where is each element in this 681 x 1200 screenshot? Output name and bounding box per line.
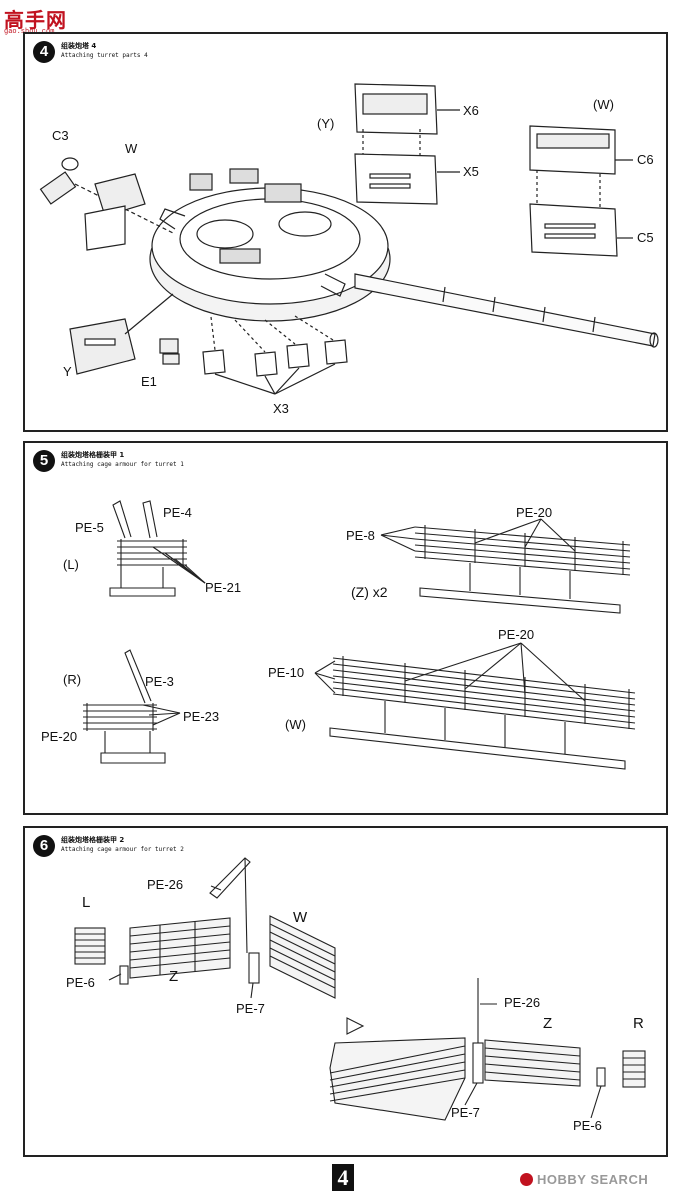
label-pe3: PE-3 — [145, 674, 174, 689]
label-pe8: PE-8 — [346, 528, 375, 543]
label-w-paren: (W) — [593, 97, 614, 112]
label-c3: C3 — [52, 128, 69, 143]
label-c6: C6 — [637, 152, 654, 167]
step-5-panel: 5 组装炮塔格栅装甲 1 Attaching cage armour for t… — [23, 441, 668, 815]
step-4-title-en: Attaching turret parts 4 — [61, 52, 148, 59]
cage-armour-2-diagram — [74, 857, 646, 1121]
label-pe6-right: PE-6 — [573, 1118, 602, 1133]
step-5-title-cn: 组装炮塔格栅装甲 1 — [61, 451, 125, 459]
hobby-search-logo-icon — [520, 1173, 533, 1186]
cage-armour-1-diagram — [83, 500, 636, 770]
label-pe7-left: PE-7 — [236, 1001, 265, 1016]
label-pe4: PE-4 — [163, 505, 192, 520]
label-y: Y — [63, 364, 72, 379]
label-l: L — [82, 894, 91, 911]
label-e1: E1 — [141, 374, 157, 389]
hobby-search-text: HOBBY SEARCH — [537, 1172, 649, 1187]
label-pe20-mid: PE-20 — [498, 627, 535, 642]
cage-w — [329, 656, 636, 770]
step-6-title-en: Attaching cage armour for turret 2 — [61, 846, 184, 853]
label-x5: X5 — [463, 164, 479, 179]
page-number: 4 — [332, 1164, 354, 1191]
step-4-number: 4 — [33, 41, 55, 63]
label-pe10: PE-10 — [268, 665, 305, 680]
label-pe26-top: PE-26 — [147, 877, 184, 892]
cage-r — [83, 649, 166, 764]
label-pe23: PE-23 — [183, 709, 220, 724]
step-6-title-cn: 组装炮塔格栅装甲 2 — [61, 836, 125, 844]
turret-assembly-diagram — [39, 83, 659, 395]
label-x3: X3 — [273, 401, 289, 416]
label-w: W — [293, 909, 308, 926]
label-r: R — [633, 1015, 644, 1032]
step-4-title-cn: 组装炮塔 4 — [61, 42, 97, 50]
label-pe7-right: PE-7 — [451, 1105, 480, 1120]
cage-z — [414, 525, 631, 614]
label-w: W — [125, 141, 138, 156]
label-w-paren: (W) — [285, 717, 306, 732]
label-pe20-left: PE-20 — [41, 729, 78, 744]
label-l-paren: (L) — [63, 557, 79, 572]
label-pe21: PE-21 — [205, 580, 242, 595]
label-pe6-left: PE-6 — [66, 975, 95, 990]
step-4-panel: 4 组装炮塔 4 Attaching turret parts 4 — [23, 32, 668, 432]
step-5-number: 5 — [33, 450, 55, 472]
hobby-search-brand: HOBBY SEARCH — [520, 1172, 648, 1187]
watermark-logo: 高手网 — [4, 8, 67, 32]
cage-l — [109, 500, 187, 597]
label-z-left: Z — [169, 968, 179, 985]
label-x6: X6 — [463, 103, 479, 118]
step-6-number: 6 — [33, 835, 55, 857]
label-pe5: PE-5 — [75, 520, 104, 535]
step-5-title-en: Attaching cage armour for turret 1 — [61, 461, 184, 468]
label-pe20-top: PE-20 — [516, 505, 553, 520]
label-pe26-right: PE-26 — [504, 995, 541, 1010]
label-r-paren: (R) — [63, 672, 82, 687]
label-z-right: Z — [543, 1015, 553, 1032]
label-c5: C5 — [637, 230, 654, 245]
step-6-panel: 6 组装炮塔格栅装甲 2 Attaching cage armour for t… — [23, 826, 668, 1157]
label-y-paren: (Y) — [317, 116, 335, 131]
label-z-x2: (Z) x2 — [351, 584, 388, 600]
